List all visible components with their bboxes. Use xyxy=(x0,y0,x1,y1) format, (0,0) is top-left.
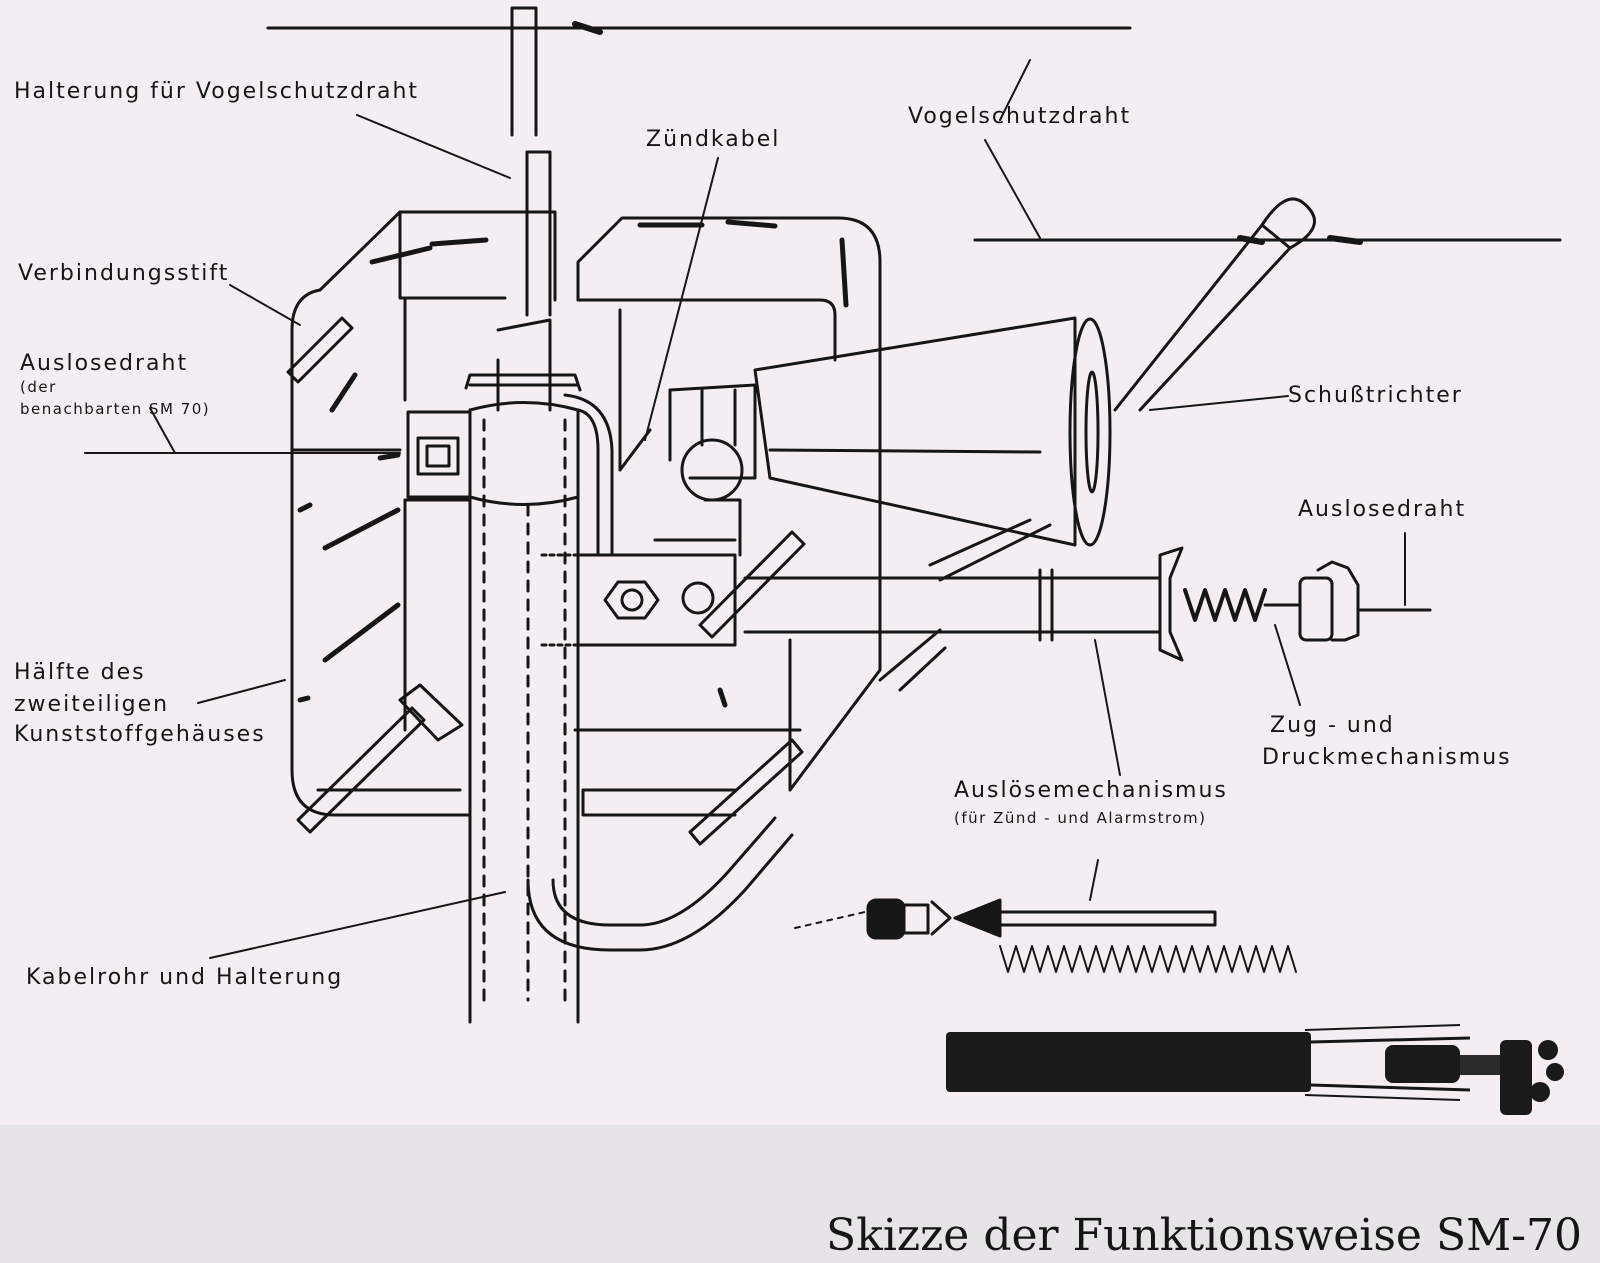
tube-clamp xyxy=(403,410,472,502)
housing xyxy=(290,210,882,817)
label-verbindungsstift: Verbindungsstift xyxy=(18,261,229,286)
igniter-cable xyxy=(563,393,614,557)
label-ausloesemechanismus: Auslösemechanismus xyxy=(954,778,1228,803)
label-halterung: Halterung für Vogelschutzdraht xyxy=(14,79,419,104)
label-auslosedraht-left-sub1: (der xyxy=(20,378,57,396)
label-auslosedraht-right: Auslosedraht xyxy=(1298,497,1466,522)
leader-lines xyxy=(84,59,1406,959)
trigger-rod xyxy=(743,546,1432,662)
firing-funnel xyxy=(668,316,1112,557)
label-kabelrohr: Kabelrohr und Halterung xyxy=(26,965,343,990)
connecting-pin-middle xyxy=(698,530,806,639)
label-zug-line2: Druckmechanismus xyxy=(1262,745,1512,770)
footer-background xyxy=(0,1125,1600,1263)
bird-wire-top xyxy=(266,21,1132,35)
cable-tube xyxy=(464,318,794,1024)
connecting-pin-top-left xyxy=(286,316,354,384)
label-ausloesemechanismus-sub: (für Zünd - und Alarmstrom) xyxy=(954,809,1206,827)
label-vogelschutzdraht: Vogelschutzdraht xyxy=(908,104,1131,129)
label-auslosedraht-left: Auslosedraht xyxy=(20,351,188,376)
paper-background xyxy=(0,0,1600,1125)
charge-photo xyxy=(946,1024,1564,1115)
connecting-pin-bottom-right xyxy=(688,738,804,846)
label-zug-line1: Zug - und xyxy=(1270,713,1395,738)
label-auslosedraht-left-sub2: benachbarten SM 70) xyxy=(20,400,210,418)
trigger-detail-drawing xyxy=(794,898,1297,973)
label-schusstrichter: Schußtrichter xyxy=(1288,383,1463,408)
label-haelfte-line3: Kunststoffgehäuses xyxy=(14,722,266,747)
support-rod xyxy=(878,197,1316,692)
connecting-pin-bottom-left xyxy=(296,683,464,834)
label-haelfte-line1: Hälfte des xyxy=(14,660,146,685)
top-post xyxy=(510,6,552,317)
mounting-bracket xyxy=(540,538,737,647)
caption: Skizze der Funktionsweise SM-70 xyxy=(826,1210,1582,1261)
label-zuendkabel: Zündkabel xyxy=(646,127,780,152)
bird-wire-right xyxy=(973,235,1562,245)
housing-shading xyxy=(297,219,849,708)
label-haelfte-line2: zweiteiligen xyxy=(14,692,169,717)
